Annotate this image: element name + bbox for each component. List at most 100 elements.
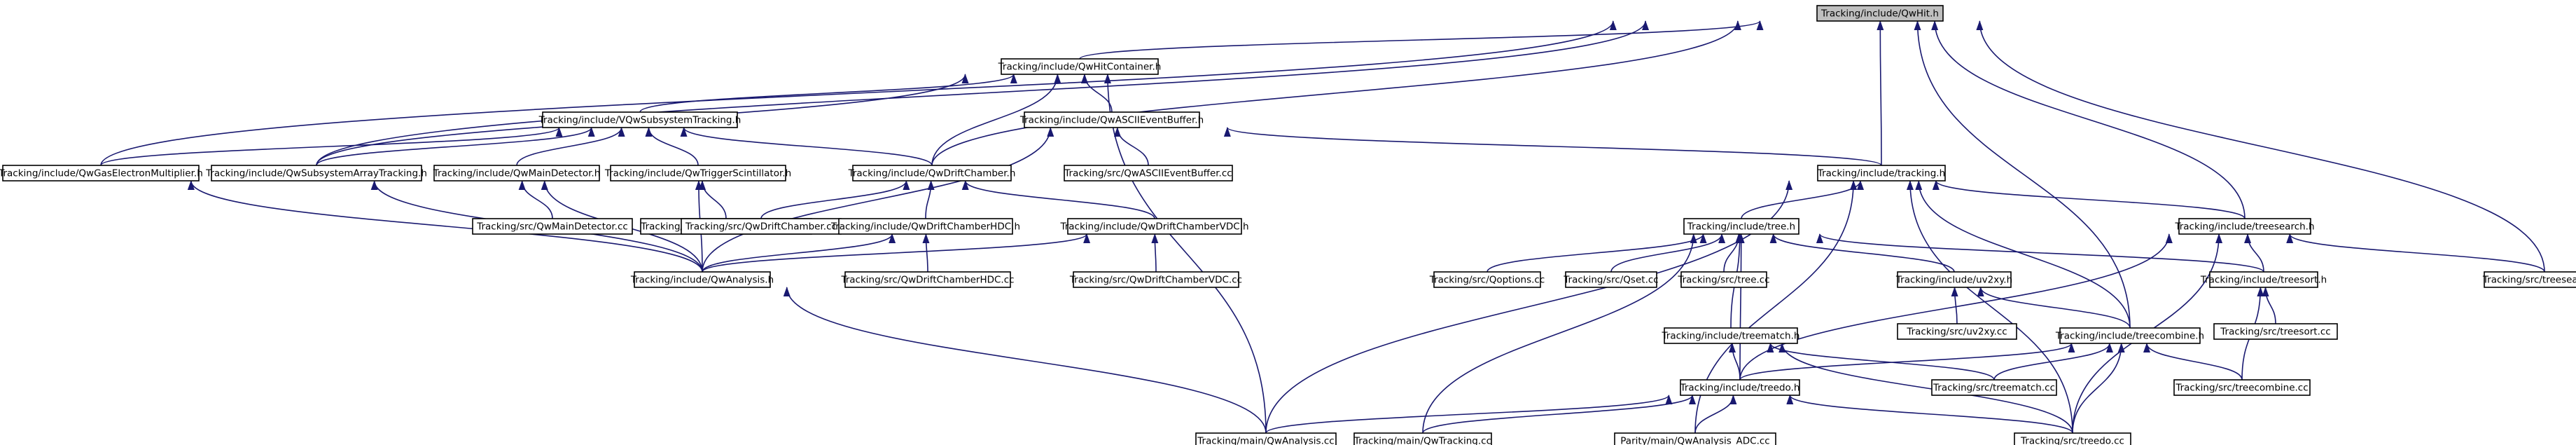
edge-qwgaselectronmultiplier_h-to-vqwsubsystemtracking_h: [100, 127, 563, 166]
node-qwdriftchamber-h[interactable]: Tracking/include/QwDriftChamber.h: [848, 165, 1016, 182]
node-qwhit-h[interactable]: Tracking/include/QwHit.h: [1816, 5, 1944, 22]
node-treesort-cc[interactable]: Tracking/src/treesort.cc: [2213, 323, 2338, 340]
edge-qwdriftchamber_h-to-qwhitcontainer_h: [931, 74, 1061, 166]
node-treecombine-cc[interactable]: Tracking/src/treecombine.cc: [2173, 379, 2311, 396]
node-label: Tracking/include/treesort.h: [2200, 275, 2327, 286]
edge-treecombine_h-to-tracking_h: [1915, 180, 2131, 329]
node-qwmaindetector-h[interactable]: Tracking/include/QwMainDetector.h: [433, 165, 601, 182]
edge-treedo_h-to-tree_h: [1737, 233, 1745, 381]
node-label: Tracking/include/QwMainDetector.h: [433, 168, 601, 179]
edge-qwdriftchamber_h-to-vqwsubsystemtracking_h: [680, 127, 933, 166]
edge-qwdriftchamberhdc_cc-to-qwdriftchamberhdc_h: [922, 233, 930, 273]
edge-qwanalysis_h-to-qwdriftchamberhdc_h: [702, 233, 896, 273]
edge-treedo_cc-to-tracking_h: [1906, 180, 2073, 434]
node-box: [852, 165, 1012, 182]
node-qwasciieventbuffer-h[interactable]: Tracking/include/QwASCIIEventBuffer.h: [1019, 111, 1204, 128]
node-uv2xy-h[interactable]: Tracking/include/uv2xy.h: [1895, 271, 2012, 288]
node-qwasciieventbuffer-cc[interactable]: Tracking/src/QwASCIIEventBuffer.cc: [1064, 165, 1233, 182]
node-box: [1816, 5, 1944, 22]
node-label: Tracking/include/QwDriftChamber.h: [848, 168, 1016, 179]
node-vqwsubsystemtracking-h[interactable]: Tracking/include/VQwSubsystemTracking.h: [538, 111, 742, 128]
edge-qwdriftchambervdc_cc-to-qwdriftchambervdc_h: [1151, 233, 1159, 273]
node-treesearch-cc[interactable]: Tracking/src/treesearch.cc: [2482, 271, 2576, 288]
node-box: [433, 165, 600, 182]
edge-qwtracking_cc-to-tree_h: [1422, 233, 1697, 434]
node-label: Tracking/include/QwASCIIEventBuffer.h: [1019, 115, 1204, 126]
node-box: [2178, 218, 2311, 235]
node-qwdriftchamber-cc[interactable]: Tracking/src/QwDriftChamber.cc: [681, 218, 842, 235]
node-qwhitcontainer-h[interactable]: Tracking/include/QwHitContainer.h: [998, 58, 1162, 75]
node-qset-cc[interactable]: Tracking/src/Qset.cc: [1563, 271, 1659, 288]
node-box: [1073, 271, 1239, 288]
node-label: Tracking/src/Qset.cc: [1563, 275, 1658, 286]
node-label: Tracking/src/treecombine.cc: [2175, 383, 2308, 394]
edge-qwanalysis_cc-to-treedo_h: [1265, 395, 1673, 434]
edge-tree_h-to-tracking_h: [1741, 180, 1864, 219]
node-treesearch-h[interactable]: Tracking/include/treesearch.h: [2174, 218, 2315, 235]
edge-qwanalysis_cc-to-qwanalysis_h: [783, 287, 1267, 434]
node-qwdriftchamberhdc-h[interactable]: Tracking/include/QwDriftChamberHDC.h: [830, 218, 1020, 235]
node-qwdriftchambervdc-h[interactable]: Tracking/include/QwDriftChamberVDC.h: [1059, 218, 1249, 235]
edge-qwsubsystemarraytracking_h-to-qwhit_h: [316, 20, 1649, 166]
node-qwanalysis-h[interactable]: Tracking/include/QwAnalysis.h: [630, 271, 774, 288]
node-treematch-h[interactable]: Tracking/include/treematch.h: [1662, 327, 1800, 344]
edge-treedo_cc-to-treematch_h: [1778, 343, 2073, 434]
node-box: [1897, 323, 2017, 340]
node-box: [542, 111, 738, 128]
node-label: Tracking/include/treematch.h: [1662, 331, 1800, 342]
edge-qwanalysis_adc_cc-to-treedo_h: [1694, 395, 1737, 434]
node-uv2xy-cc[interactable]: Tracking/src/uv2xy.cc: [1897, 323, 2017, 340]
node-label: Tracking/include/QwHit.h: [1820, 8, 1939, 20]
node-treecombine-h[interactable]: Tracking/include/treecombine.h: [2055, 327, 2204, 344]
node-tree-cc[interactable]: Tracking/src/tree.cc: [1677, 271, 1770, 288]
edge-qwanalysis_h-to-qwgaselectronmultiplier_h: [187, 180, 703, 273]
node-label: Tracking/include/tracking.h: [1817, 168, 1945, 179]
edge-qwtriggerscintillator_h-to-vqwsubsystemtracking_h: [645, 127, 699, 166]
edge-treedo_h-to-treecombine_h: [1739, 343, 2075, 381]
node-qwtracking-cc[interactable]: Tracking/main/QwTracking.cc: [1353, 432, 1492, 445]
node-label: Tracking/include/tree.h: [1687, 221, 1795, 233]
node-box: [1664, 327, 1798, 344]
node-label: Tracking/include/treesearch.h: [2174, 221, 2314, 233]
node-qwtriggerscintillator-h[interactable]: Tracking/include/QwTriggerScintillator.h: [604, 165, 791, 182]
node-treedo-cc[interactable]: Tracking/src/treedo.cc: [2014, 432, 2131, 445]
node-box: [1195, 432, 1337, 445]
node-box: [2, 165, 200, 182]
node-tracking-h[interactable]: Tracking/include/tracking.h: [1817, 165, 1946, 182]
edge-treecombine_cc-to-treecombine_h: [2143, 343, 2243, 381]
node-qwanalysis-cc[interactable]: Tracking/main/QwAnalysis.cc: [1195, 432, 1337, 445]
edge-treesearch_h-to-tracking_h: [1933, 180, 2246, 219]
edge-tree_cc-to-tree_h: [1723, 233, 1743, 273]
edge-qwdriftchamber_cc-to-qwdriftchamber_h: [760, 180, 910, 219]
node-qwanalysis-adc-cc[interactable]: Parity/main/QwAnalysis_ADC.cc: [1614, 432, 1776, 445]
node-treesort-h[interactable]: Tracking/include/treesort.h: [2200, 271, 2327, 288]
edge-qwmaindetector_cc-to-qwmaindetector_h: [518, 180, 553, 219]
edge-qset_cc-to-tree_h: [1610, 233, 1726, 273]
node-qwmaindetector-cc[interactable]: Tracking/src/QwMainDetector.cc: [472, 218, 633, 235]
node-label: Tracking/include/QwHitContainer.h: [998, 62, 1162, 73]
node-label: Tracking/include/treedo.h: [1680, 383, 1800, 394]
node-box: [2484, 271, 2576, 288]
edge-tracking_h-to-qwhit_h: [1877, 20, 1884, 166]
node-qwdriftchambervdc-cc[interactable]: Tracking/src/QwDriftChamberVDC.cc: [1069, 271, 1242, 288]
node-box: [1565, 271, 1657, 288]
node-treematch-cc[interactable]: Tracking/src/treematch.cc: [1931, 379, 2057, 396]
node-qoptions-cc[interactable]: Tracking/src/Qoptions.cc: [1429, 271, 1545, 288]
node-label: Tracking/src/treematch.cc: [1933, 383, 2055, 394]
node-box: [2173, 379, 2311, 396]
node-box: [610, 165, 786, 182]
edge-qwtriggerscintillator_cc-to-qwtriggerscintillator_h: [699, 180, 727, 219]
node-box: [1680, 379, 1800, 396]
node-label: Tracking/src/QwDriftChamber.cc: [685, 221, 837, 233]
edge-treedo_cc-to-treecombine_h: [2072, 343, 2125, 434]
node-qwsubsystemarraytracking-h[interactable]: Tracking/include/QwSubsystemArrayTrackin…: [205, 165, 427, 182]
node-qwgaselectronmultiplier-h[interactable]: Tracking/include/QwGasElectronMultiplier…: [0, 165, 203, 182]
node-box: [1931, 379, 2057, 396]
edge-qwanalysis_h-to-qwasciieventbuffer_h: [702, 127, 1054, 273]
node-qwdriftchamberhdc-cc[interactable]: Tracking/src/QwDriftChamberHDC.cc: [840, 271, 1015, 288]
node-treedo-h[interactable]: Tracking/include/treedo.h: [1680, 379, 1800, 396]
node-box: [1817, 165, 1946, 182]
node-tree-h[interactable]: Tracking/include/tree.h: [1683, 218, 1799, 235]
node-box: [1897, 271, 2012, 288]
edge-qwsubsystemarraytracking_h-to-vqwsubsystemtracking_h: [316, 127, 595, 166]
